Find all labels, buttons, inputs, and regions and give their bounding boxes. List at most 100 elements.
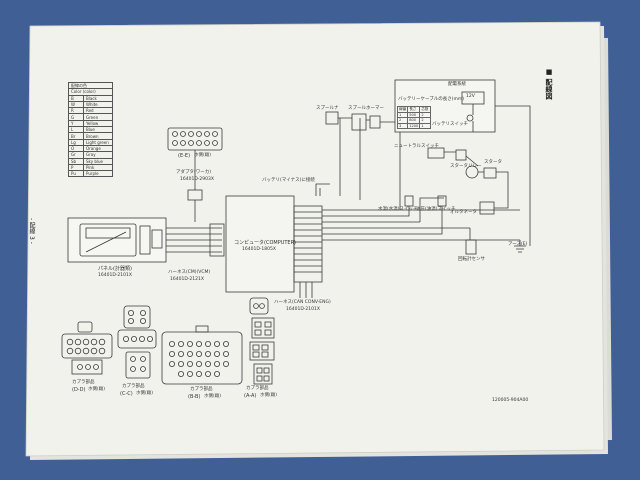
inset-table-cell: 芯数 (419, 106, 431, 113)
connector-a-title: カプラ部品 (246, 386, 269, 391)
footer-code: 120005-904A00 (492, 398, 529, 403)
e-connector-sub: ホ側(雌) (194, 153, 212, 158)
connector-c-code: (C-C) (120, 391, 133, 397)
inset-table-cell: 3 (396, 122, 409, 129)
harness-can-title: ハーネス(CAN CONV-ENG) (274, 300, 331, 305)
water-temp-label: 水温(水温)スイッチ (378, 207, 418, 212)
section-title: ■ 配線図 (545, 68, 553, 100)
panel-connector (151, 229, 163, 249)
adapter-part: 16401D-2903X (180, 177, 214, 182)
legend-subheader: Color (color) (68, 88, 113, 96)
e-connector-pins (172, 131, 218, 146)
starter-terminal (483, 167, 497, 179)
battery-switch-symbol (466, 114, 474, 122)
battery-voltage: 12V (466, 94, 475, 99)
starter-label: スタータ (484, 160, 502, 165)
adapter-title: アダプタ(ワーカ) (176, 170, 212, 175)
computer-title: コンピュータ(COMPUTER) (234, 240, 297, 246)
panel-part: 16401D-2101X (98, 273, 132, 278)
panel-title: パネル(計器類) (98, 266, 132, 272)
inset-table-cell: 1 (396, 111, 409, 118)
battery-switch-label: バッテリスイッチ (432, 122, 468, 127)
connector-d-code: (D-D) (72, 387, 86, 393)
rotation-sensor-label: 回転計センサ (458, 257, 485, 262)
harness-cm-wires (166, 227, 222, 253)
right-vertical-wire (495, 105, 531, 246)
panel-meter-window (85, 227, 131, 239)
computer-part: 16401D-1805X (242, 247, 276, 252)
legend-header: 配線の色 (68, 81, 113, 90)
switch-wires (400, 206, 443, 235)
inset-table-row: 線番長さ芯数 (396, 106, 431, 113)
fuse-b-box (351, 113, 367, 131)
battery-ground-wire (315, 183, 330, 196)
connector-c-title: カプラ部品 (122, 384, 145, 389)
inset-table-cell: 1200 (407, 122, 421, 129)
panel-meter-frame (79, 223, 137, 257)
battery-inset-title: 配電系統 (448, 82, 466, 87)
computer-harness-ticks (294, 211, 322, 273)
starter-wires (444, 151, 509, 209)
connector-a-sub: ホ側(雌) (260, 393, 278, 398)
legend-code: Pu (68, 170, 84, 178)
legend-color-name: Red (83, 107, 113, 115)
legend-color-name: Green (83, 113, 113, 121)
inset-table-cell: 2 (419, 111, 431, 118)
connector-b-title: カプラ部品 (190, 387, 213, 392)
fuse-a-label: スプールナ (316, 106, 339, 111)
inset-table-cell: 2 (419, 117, 431, 124)
panel-side-block (139, 225, 151, 255)
legend-color-name: Light green (83, 138, 113, 146)
harness-cm-title: ハーネス(CM)(VCM) (168, 270, 211, 275)
main-bus-wires (322, 209, 520, 241)
side-page-label: - 配線 3 - (28, 218, 35, 244)
fuse-b-label: スプールホーマー (348, 106, 384, 111)
earth-symbol (514, 240, 526, 253)
connector-d-sub: ホ側(雌) (88, 387, 106, 392)
panel-body (67, 217, 167, 263)
e-connector-title: (E-E) (178, 153, 191, 159)
harness-can-part: 16401D-2101X (286, 307, 320, 312)
alt-wire (419, 197, 444, 222)
computer-body (225, 195, 295, 293)
starter-relay-body (455, 149, 467, 161)
starter-relay-label: スタータリレー (450, 164, 482, 169)
battery-inset-sub: バッテリーケーブルの長さ(mm) (398, 97, 465, 102)
oil-pressure-label: 油圧(油温)スイッチ (416, 207, 456, 212)
connector-b-drawing (161, 325, 243, 385)
harness-can-wires (299, 282, 313, 298)
panel-meter-needle (85, 231, 127, 253)
connector-c-sub: ホ側(雌) (136, 391, 154, 396)
e-connector-body (167, 127, 223, 151)
upper-vertical-wires (339, 118, 401, 210)
neutral-switch-label: ニュートラルスイッチ (394, 144, 439, 149)
connector-b-code: (B-B) (188, 394, 201, 400)
connector-d-drawing (61, 321, 113, 375)
legend-color-name: Purple (83, 170, 113, 178)
connector-a-drawing (249, 297, 275, 385)
neutral-switch-body (427, 147, 445, 159)
connector-d-title: カプラ部品 (72, 380, 95, 385)
rotation-sensor-body (465, 239, 477, 255)
inset-table-cell: 1 (419, 122, 431, 129)
harness-cm-part: 16401D-2121X (170, 277, 204, 282)
connector-c-drawing (117, 305, 157, 379)
battery-ground-label: バッテリ(マイナス)に接続 (262, 178, 315, 183)
computer-harness-block (293, 205, 323, 283)
connector-b-sub: ホ側(雌) (204, 394, 222, 399)
